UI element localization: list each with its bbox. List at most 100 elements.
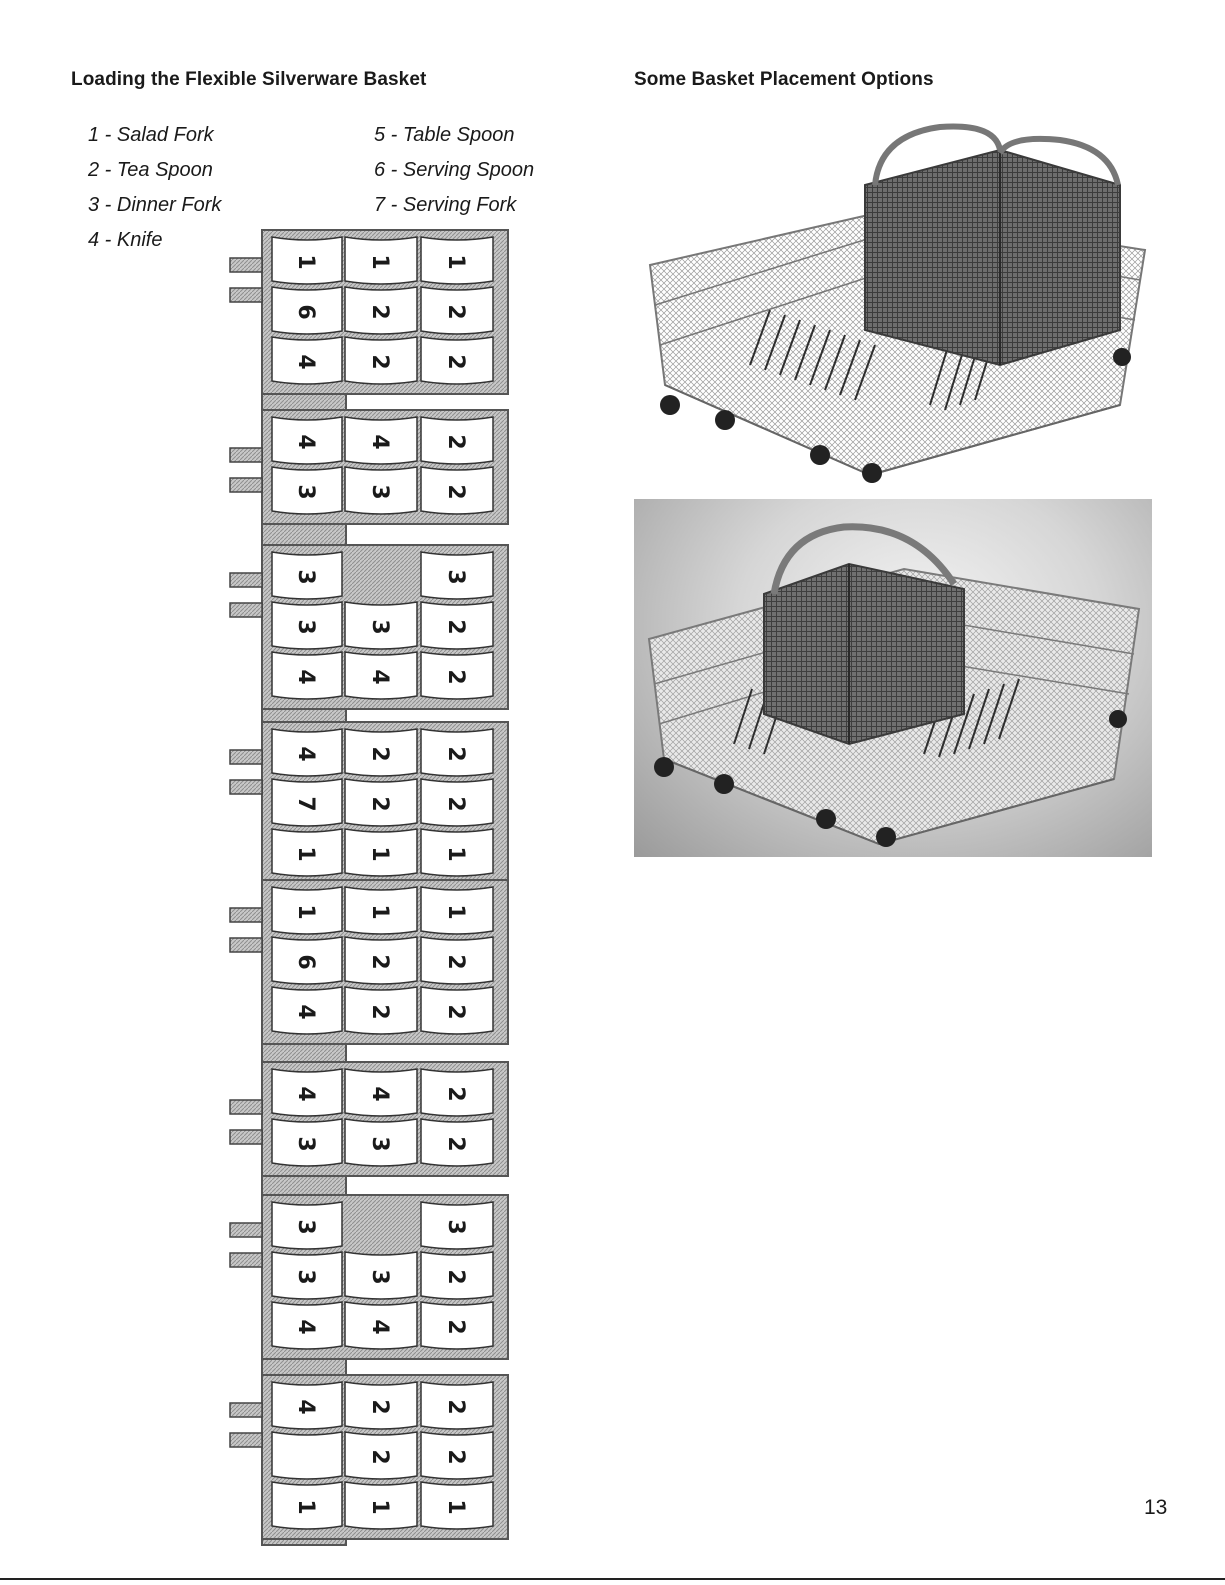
compartment-label: 2 <box>443 354 468 369</box>
hinge-clip <box>229 907 263 923</box>
basket-compartment <box>271 728 343 777</box>
compartment-label: 2 <box>367 1399 392 1414</box>
compartment-label: 3 <box>293 1219 318 1234</box>
compartment-label: 3 <box>367 1269 392 1284</box>
compartment-label: 1 <box>367 846 392 861</box>
compartment-label: 2 <box>443 619 468 634</box>
basket-compartment <box>420 778 494 827</box>
basket-compartment <box>344 1118 418 1167</box>
basket-compartment <box>271 466 343 515</box>
basket-compartment <box>271 286 343 335</box>
compartment-label: 4 <box>367 1319 392 1334</box>
compartment-label: 2 <box>443 304 468 319</box>
hinge-clip <box>229 1252 263 1268</box>
compartment-label: 4 <box>293 669 318 684</box>
basket-compartment <box>271 986 343 1035</box>
compartment-label: 3 <box>293 1136 318 1151</box>
basket-compartment <box>420 1481 494 1530</box>
basket-compartment <box>344 986 418 1035</box>
compartment-label: 4 <box>293 434 318 449</box>
basket-compartment <box>344 936 418 985</box>
compartment-label: 3 <box>293 484 318 499</box>
compartment-label: 3 <box>367 619 392 634</box>
compartment-label: 2 <box>367 954 392 969</box>
compartment-label: 2 <box>443 484 468 499</box>
basket-compartment <box>271 1301 343 1350</box>
compartment-label: 1 <box>367 904 392 919</box>
compartment-label: 1 <box>293 846 318 861</box>
compartment-label: 3 <box>367 1136 392 1151</box>
compartment-label: 1 <box>443 846 468 861</box>
compartment-label: 6 <box>293 954 318 969</box>
compartment-label: 2 <box>443 954 468 969</box>
compartment-label: 2 <box>443 1086 468 1101</box>
basket-compartment <box>420 1381 494 1430</box>
basket-compartment <box>344 1068 418 1117</box>
compartment-label: 2 <box>443 1319 468 1334</box>
compartment-label: 2 <box>367 304 392 319</box>
page-bottom-rule <box>0 1578 1225 1580</box>
basket-compartment <box>420 601 494 650</box>
legend-item: 7 - Serving Fork <box>374 194 517 216</box>
basket-compartment <box>271 936 343 985</box>
section-heading-loading-basket: Loading the Flexible Silverware Basket <box>71 69 427 90</box>
basket-compartment <box>271 1481 343 1530</box>
basket-compartment <box>271 886 343 935</box>
compartment-label: 2 <box>443 1449 468 1464</box>
photo-rack-two-baskets <box>640 115 1152 493</box>
compartment-label: 4 <box>293 746 318 761</box>
basket-compartment <box>271 601 343 650</box>
basket-compartment <box>420 828 494 877</box>
compartment-label: 4 <box>367 434 392 449</box>
compartment-label: 1 <box>293 904 318 919</box>
basket-compartment <box>271 1068 343 1117</box>
hinge-clip <box>229 1129 263 1145</box>
hinge-clip <box>229 779 263 795</box>
compartment-label: 1 <box>443 254 468 269</box>
hinge-clip <box>229 937 263 953</box>
compartment-label: 2 <box>367 746 392 761</box>
basket-compartment <box>344 886 418 935</box>
compartment-label: 4 <box>293 1086 318 1101</box>
basket-compartment <box>344 1381 418 1430</box>
hinge-clip <box>229 1099 263 1115</box>
basket-compartment <box>420 286 494 335</box>
compartment-label: 3 <box>443 1219 468 1234</box>
compartment-label: 2 <box>367 1004 392 1019</box>
compartment-label: 2 <box>443 746 468 761</box>
compartment-label: 1 <box>293 254 318 269</box>
basket-compartment <box>420 1301 494 1350</box>
basket-compartment <box>420 466 494 515</box>
compartment-label: 2 <box>443 1269 468 1284</box>
basket-compartment <box>420 886 494 935</box>
photo-rack-single-basket <box>634 499 1152 857</box>
basket-compartment <box>344 651 418 700</box>
basket-compartment <box>271 1201 343 1250</box>
legend-item: 5 - Table Spoon <box>374 124 515 146</box>
legend-item: 2 - Tea Spoon <box>88 159 213 181</box>
compartment-label: 3 <box>293 569 318 584</box>
hinge-clip <box>229 602 263 618</box>
hinge-clip <box>229 1222 263 1238</box>
compartment-label: 2 <box>367 1449 392 1464</box>
compartment-label: 2 <box>443 669 468 684</box>
basket-compartment <box>344 236 418 285</box>
hinge-clip <box>229 257 263 273</box>
basket-compartment <box>344 1431 418 1480</box>
basket-compartment <box>344 286 418 335</box>
basket-compartment <box>420 1251 494 1300</box>
compartment-label: 6 <box>293 304 318 319</box>
basket-compartment <box>420 416 494 465</box>
compartment-label: 4 <box>293 1399 318 1414</box>
compartment-label: 3 <box>293 619 318 634</box>
basket-compartment <box>344 1251 418 1300</box>
compartment-label: 1 <box>367 254 392 269</box>
legend-item: 4 - Knife <box>88 229 163 251</box>
basket-compartment <box>271 1431 343 1480</box>
compartment-label: 4 <box>367 669 392 684</box>
basket-compartment <box>344 778 418 827</box>
